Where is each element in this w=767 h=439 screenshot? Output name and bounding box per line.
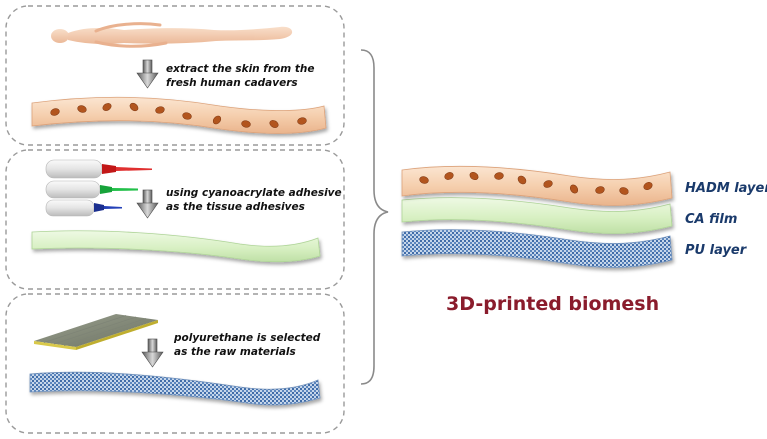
cell-group [50,102,307,128]
panel-adhesive [5,149,345,290]
down-arrow-icon [141,338,164,368]
curly-brace [360,49,389,385]
hadm-layer-label: HADM layer [685,181,767,196]
ca-film-layer [401,197,673,234]
cell-group [419,171,653,195]
skin-strip [31,96,327,134]
human-body-icon [51,22,293,48]
step-1-text-line-1: extract the skin from the [166,63,314,75]
step-3-text-line-2: as the raw materials [174,346,296,358]
adhesive-bottle-green-icon [45,180,138,199]
diagram-title: 3D-printed biomesh [446,293,659,315]
step-2-text-line-2: as the tissue adhesives [166,201,305,213]
pu-layer [401,229,673,268]
step-1-text-line-2: fresh human cadavers [166,77,298,89]
adhesive-bottle-blue-icon [45,199,122,217]
down-arrow-icon [136,59,159,89]
ca-film-strip [31,230,321,263]
ca-film-label: CA film [685,212,737,227]
pu-strip [29,371,321,406]
step-2-text-line-1: using cyanoacrylate adhesive [166,187,342,199]
panel-polyurethane [5,293,345,434]
hadm-layer [401,165,673,206]
polyurethane-sheet-icon [34,314,158,350]
adhesive-bottle-red-icon [45,159,152,179]
panel-skin-extraction [5,5,345,146]
step-3-text-line-1: polyurethane is selected [173,332,321,344]
pu-layer-label: PU layer [685,243,748,258]
down-arrow-icon [136,189,159,219]
